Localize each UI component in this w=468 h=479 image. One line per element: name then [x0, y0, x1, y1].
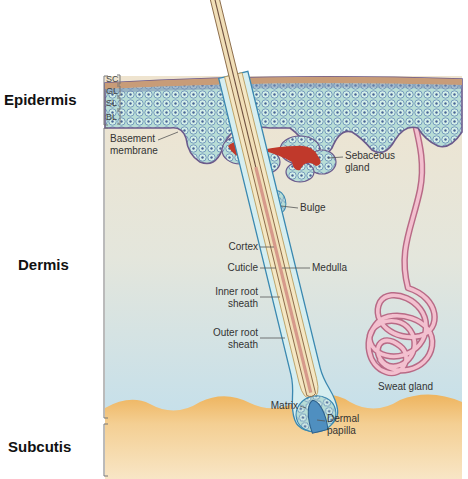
- region-label: Subcutis: [8, 438, 98, 455]
- dermis-layer: [105, 76, 462, 479]
- part-label: Outer root sheath: [205, 327, 258, 350]
- part-label: Sweat gland: [378, 381, 463, 393]
- part-label: Matrix: [240, 400, 298, 412]
- layer-label: SC: [106, 74, 120, 84]
- region-label: Epidermis: [4, 91, 99, 108]
- part-label: Bulge: [300, 202, 360, 214]
- part-label: Basement membrane: [110, 133, 166, 156]
- leader-line: [158, 132, 343, 421]
- granular-layer: [105, 83, 462, 93]
- layer-label: GL: [106, 86, 120, 96]
- part-label: Dermal papilla: [327, 413, 369, 436]
- subcutis-fat: [105, 394, 462, 479]
- part-label: Sebaceous gland: [345, 150, 405, 173]
- layer-label: BL: [106, 112, 120, 122]
- part-label: Cuticle: [200, 262, 258, 274]
- hair-follicle: [189, 0, 342, 437]
- part-label: Medulla: [312, 262, 372, 274]
- region-label: Dermis: [18, 256, 98, 273]
- layer-label: SL: [106, 98, 120, 108]
- part-label: Inner root sheath: [209, 286, 258, 309]
- part-label: Cortex: [200, 241, 258, 253]
